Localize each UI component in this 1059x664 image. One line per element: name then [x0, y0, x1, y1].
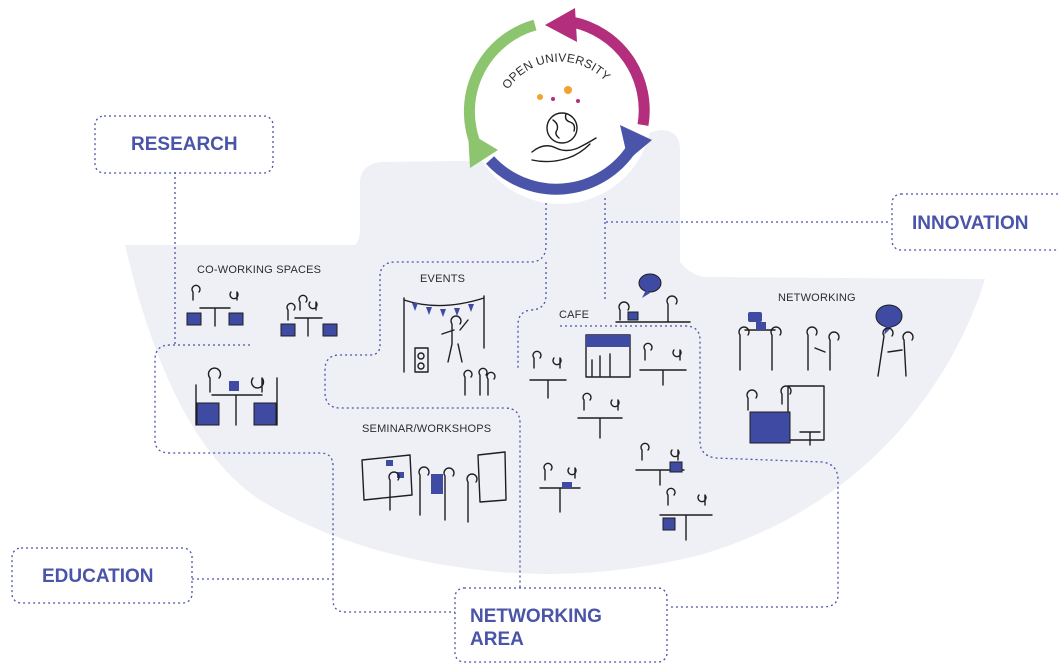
zone-label-coworking: CO-WORKING SPACES — [197, 264, 321, 276]
research-label: RESEARCH — [131, 134, 238, 155]
lounge-people-icon — [615, 295, 691, 323]
blue-cycle-arc — [485, 144, 637, 195]
networking-area-label-line1: NETWORKING — [470, 606, 602, 627]
coworking-large-desk-icon — [195, 367, 278, 426]
speaker-icon — [414, 347, 429, 373]
zone-label-networking: NETWORKING — [778, 292, 856, 304]
open-university-hub: OPEN UNIVERSITY — [463, 8, 652, 204]
networking-area-box: NETWORKING AREA — [454, 587, 668, 663]
blue-arrowhead — [620, 125, 652, 160]
education-label: EDUCATION — [42, 566, 154, 587]
green-arrowhead — [468, 132, 498, 168]
seminar-workshop-icon — [361, 451, 507, 523]
zone-label-cafe: CAFE — [559, 309, 589, 321]
zone-label-events: EVENTS — [420, 273, 465, 285]
networking-people-icon — [738, 322, 914, 377]
speech-bubble-small-icon — [748, 312, 762, 322]
magenta-arrowhead — [545, 8, 577, 42]
zone-label-seminar: SEMINAR/WORKSHOPS — [362, 423, 491, 435]
events-stage-icon — [403, 295, 496, 396]
green-cycle-arc — [463, 19, 537, 153]
education-box: EDUCATION — [11, 547, 193, 604]
coworking-desk-left-icon — [186, 284, 244, 327]
connector-lines — [154, 172, 890, 613]
cafe-counter-icon — [585, 334, 631, 378]
networking-lounge-icon — [746, 385, 825, 446]
innovation-label: INNOVATION — [912, 213, 1028, 234]
bunting-icon — [412, 303, 474, 317]
research-box: RESEARCH — [94, 115, 274, 174]
innovation-box: INNOVATION — [891, 193, 1059, 251]
floor-plan-area — [125, 130, 985, 574]
speech-bubble-large-icon — [875, 304, 903, 335]
people-at-table-icon — [529, 342, 713, 541]
networking-area-label-line2: AREA — [470, 629, 524, 650]
globe-in-hand-icon — [531, 86, 597, 163]
speech-bubble-icon — [638, 273, 662, 298]
coworking-desk-right-icon — [280, 294, 338, 337]
magenta-cycle-arc — [570, 16, 650, 126]
